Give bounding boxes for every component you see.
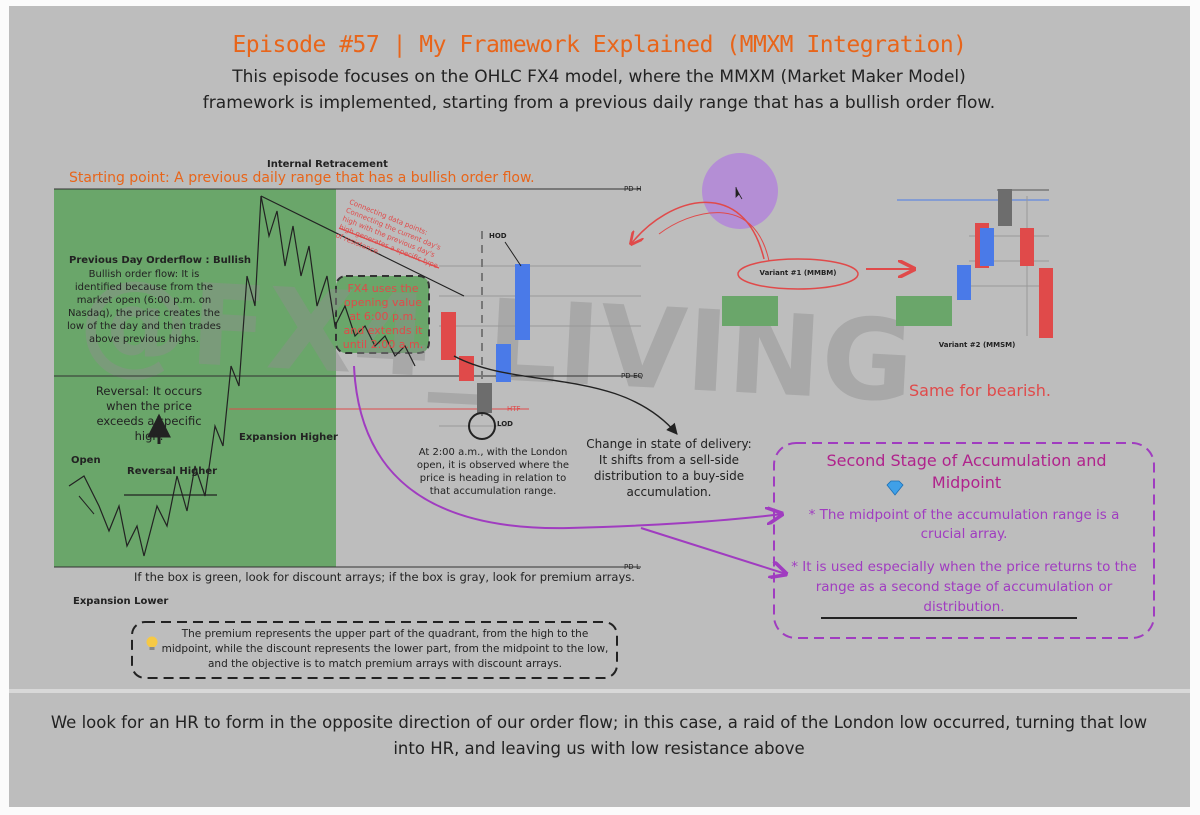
label-hod: HOD bbox=[489, 232, 507, 240]
framework-diagram: @FX4_LIVING bbox=[9, 153, 1190, 693]
purple-arrow-fx4 bbox=[353, 365, 782, 530]
prev-day-text: Bullish order flow: It is identified bec… bbox=[66, 269, 222, 345]
page-title: Episode #57 | My Framework Explained (MM… bbox=[232, 32, 967, 58]
internal-retracement-label: Internal Retracement bbox=[267, 159, 388, 170]
change-state-arrow bbox=[453, 355, 678, 435]
label-htf: HTF bbox=[507, 405, 521, 413]
second-stage-title: Second Stage of Accumulation and Midpoin… bbox=[826, 451, 1107, 492]
starting-point-label: Starting point: A previous daily range t… bbox=[69, 170, 535, 186]
candle-gray-1 bbox=[477, 383, 492, 413]
premium-note-box bbox=[131, 621, 618, 679]
second-stage-box bbox=[773, 442, 1155, 639]
variant1-green-zone bbox=[722, 296, 778, 326]
variant2-label: Variant #2 (MMSM) bbox=[938, 341, 1016, 349]
second-stage-point2: * It is used especially when the price r… bbox=[791, 559, 1137, 615]
variant2-candle-red-2 bbox=[1020, 228, 1034, 266]
label-pdh: PD-H bbox=[624, 185, 642, 193]
variant2-candle-blue-1 bbox=[957, 265, 971, 300]
price-path bbox=[68, 195, 416, 557]
label-pdeq: PD-EQ bbox=[621, 372, 644, 380]
internal-retracement-line bbox=[260, 195, 465, 297]
red-arrow-variant1 bbox=[631, 201, 765, 260]
london-text: At 2:00 a.m., with the London open, it i… bbox=[416, 447, 570, 497]
variant2-candle-gray bbox=[998, 189, 1012, 226]
fx4-accumulation-box bbox=[335, 275, 430, 354]
gem-icon bbox=[886, 480, 904, 496]
cursor-icon bbox=[735, 187, 743, 200]
candle-red-2 bbox=[459, 356, 474, 381]
variant1-ellipse bbox=[737, 258, 859, 290]
candle-blue-2 bbox=[515, 264, 530, 340]
footer-text: We look for an HR to form in the opposit… bbox=[50, 713, 1148, 758]
change-state-text: Change in state of delivery: It shifts f… bbox=[586, 437, 752, 499]
reversal-higher-label: Reversal Higher bbox=[127, 466, 218, 477]
hod-pointer bbox=[504, 241, 522, 267]
intro-text: This episode focuses on the OHLC FX4 mod… bbox=[202, 67, 996, 113]
premium-note-text: The premium represents the upper part of… bbox=[161, 628, 609, 670]
infographic-frame: @FX4_LIVING bbox=[9, 6, 1190, 807]
expansion-higher-label: Expansion Higher bbox=[239, 432, 338, 443]
variant1-label: Variant #1 (MMBM) bbox=[759, 269, 837, 277]
open-label: Open bbox=[71, 455, 101, 466]
purple-arrow-box bbox=[640, 527, 786, 574]
variant2-candle-red-3 bbox=[1039, 268, 1053, 338]
expansion-lower-label: Expansion Lower bbox=[73, 596, 169, 607]
prev-day-heading: Previous Day Orderflow : Bullish bbox=[69, 255, 252, 266]
london-low-circle bbox=[468, 412, 496, 440]
open-pointer bbox=[78, 495, 95, 515]
red-note-underline bbox=[338, 227, 440, 269]
label-lod: LOD bbox=[497, 420, 513, 428]
green-box-rule: If the box is green, look for discount a… bbox=[134, 570, 635, 584]
same-bearish-text: Same for bearish. bbox=[909, 381, 1051, 400]
previous-day-zone bbox=[54, 189, 336, 567]
fx4-box-text: FX4 uses the opening value at 6:00 p.m. … bbox=[342, 282, 424, 351]
purple-circle bbox=[702, 153, 778, 229]
candle-blue-1 bbox=[496, 344, 511, 382]
candle-red-1 bbox=[441, 312, 456, 360]
variant2-green-zone bbox=[896, 296, 952, 326]
variant2-candle-blue-2 bbox=[980, 228, 994, 266]
lightbulb-icon bbox=[146, 636, 158, 650]
reversal-text: Reversal: It occurs when the price excee… bbox=[95, 384, 203, 443]
second-stage-point1: * The midpoint of the accumulation range… bbox=[808, 507, 1120, 542]
red-arrow-variant1b bbox=[658, 212, 770, 262]
label-pdl: PD-L bbox=[624, 563, 641, 571]
